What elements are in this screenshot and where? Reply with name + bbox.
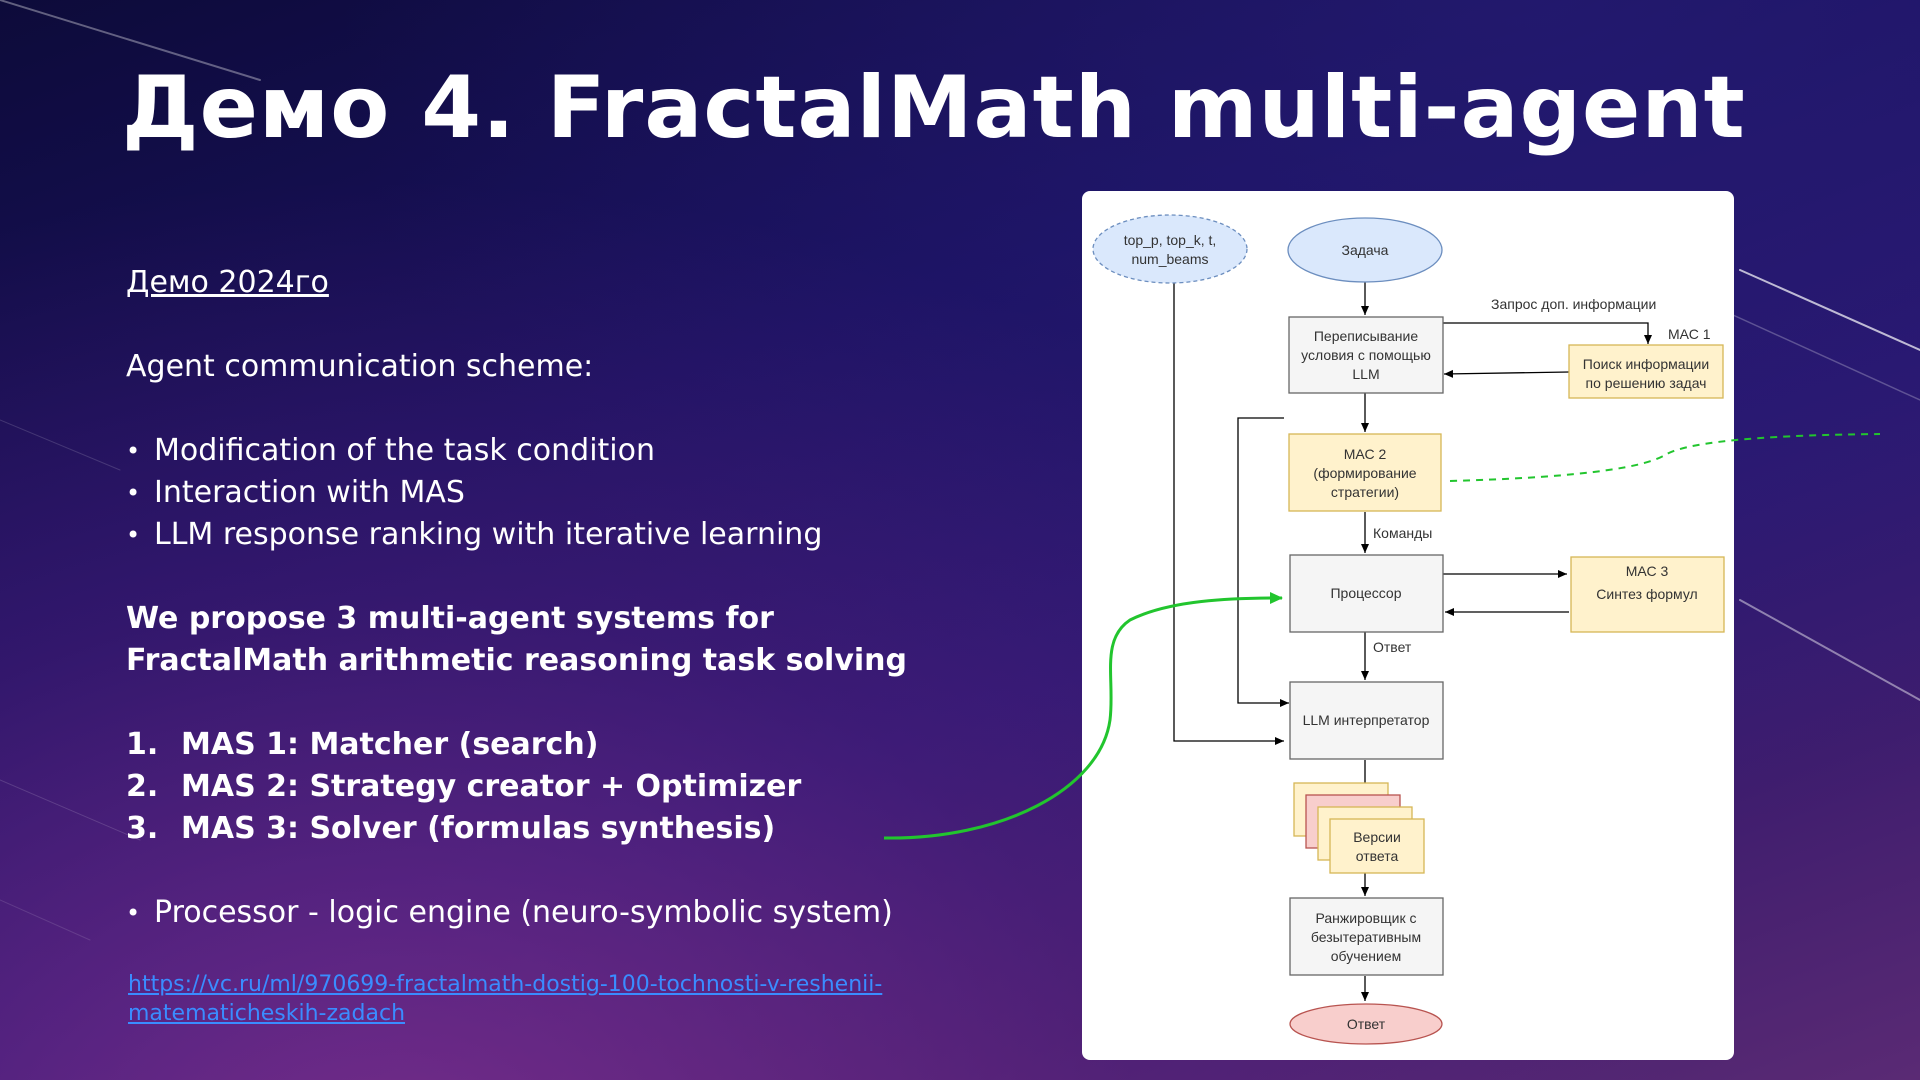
article-link[interactable]: https://vc.ru/ml/970699-fractalmath-dost… <box>128 972 883 1026</box>
mas3-label-2: Синтез формул <box>1596 586 1697 602</box>
processor-note: Processor - logic engine (neuro-symbolic… <box>126 892 1026 934</box>
ranker-label-1: Ранжировщик с <box>1316 910 1417 926</box>
params-node <box>1092 214 1248 284</box>
mas3-label-1: МАС 3 <box>1626 563 1669 579</box>
final-answer-label: Ответ <box>1347 1016 1386 1032</box>
mas-item-number: 1. <box>126 727 159 762</box>
task-label: Задача <box>1342 242 1389 258</box>
rewrite-label-2: условия с помощью <box>1301 347 1431 363</box>
mas3-node <box>1570 556 1725 633</box>
search-label-1: Поиск информации <box>1583 356 1709 372</box>
mas2-label-3: стратегии) <box>1331 484 1399 500</box>
versions-label-1: Версии <box>1353 829 1401 845</box>
interpreter-label: LLM интерпретатор <box>1303 712 1430 728</box>
commands-label: Команды <box>1373 525 1432 541</box>
green-dashed-line <box>1449 433 1881 482</box>
feature-list: Modification of the task condition Inter… <box>126 430 1026 556</box>
final-answer-node <box>1289 1003 1443 1045</box>
interpreter-node <box>1289 681 1444 760</box>
agent-diagram: top_p, top_k, t, num_beams Задача Перепи… <box>1092 214 1725 1045</box>
mas-item: 1. MAS 1: Matcher (search) <box>126 724 1026 766</box>
processor-note-list: Processor - logic engine (neuro-symbolic… <box>126 892 1026 934</box>
answer-edge-label: Ответ <box>1373 639 1412 655</box>
params-label-2: num_beams <box>1131 251 1208 267</box>
mas-item-text: MAS 2: Strategy creator + Optimizer <box>181 769 802 804</box>
mas-list: 1. MAS 1: Matcher (search) 2. MAS 2: Strat… <box>126 724 1026 850</box>
feature-item: LLM response ranking with iterative lear… <box>126 514 1026 556</box>
mas-item-number: 3. <box>126 811 159 846</box>
task-node <box>1287 217 1443 283</box>
versions-label-2: ответа <box>1356 848 1399 864</box>
processor-node <box>1289 554 1444 633</box>
versions-node <box>1329 818 1425 874</box>
green-arrow-to-processor <box>883 592 1283 840</box>
extra-info-label: Запрос доп. информации <box>1491 296 1656 312</box>
search-node <box>1568 344 1724 399</box>
left-content: Демо 2024го Agent communication scheme: … <box>126 262 1026 934</box>
scheme-label: Agent communication scheme: <box>126 349 594 384</box>
slide-title: Демо 4. FractalMath multi-agent <box>122 58 1746 158</box>
search-label-2: по решению задач <box>1586 375 1707 391</box>
mas-item-number: 2. <box>126 769 159 804</box>
params-label-1: top_p, top_k, t, <box>1124 232 1217 248</box>
processor-label: Процессор <box>1330 585 1401 601</box>
ranker-node <box>1289 897 1444 976</box>
ranker-label-3: обучением <box>1331 948 1402 964</box>
feature-item: Modification of the task condition <box>126 430 1026 472</box>
mas-item: 3. MAS 3: Solver (formulas synthesis) <box>126 808 1026 850</box>
ranker-label-2: безытеративным <box>1311 929 1421 945</box>
mas-item: 2. MAS 2: Strategy creator + Optimizer <box>126 766 1026 808</box>
mas1-label: МАС 1 <box>1668 326 1711 342</box>
rewrite-label-3: LLM <box>1352 366 1379 382</box>
mas2-node <box>1288 433 1442 512</box>
mas-item-text: MAS 1: Matcher (search) <box>181 727 599 762</box>
rewrite-node <box>1288 316 1444 394</box>
mas-item-text: MAS 3: Solver (formulas synthesis) <box>181 811 776 846</box>
feature-item: Interaction with MAS <box>126 472 1026 514</box>
mas2-label-1: МАС 2 <box>1344 446 1387 462</box>
demo-year-heading: Демо 2024го <box>126 265 329 300</box>
mas2-label-2: (формирование <box>1313 465 1416 481</box>
rewrite-label-1: Переписывание <box>1314 328 1419 344</box>
proposal-text: We propose 3 multi-agent systems for Fra… <box>126 601 908 678</box>
